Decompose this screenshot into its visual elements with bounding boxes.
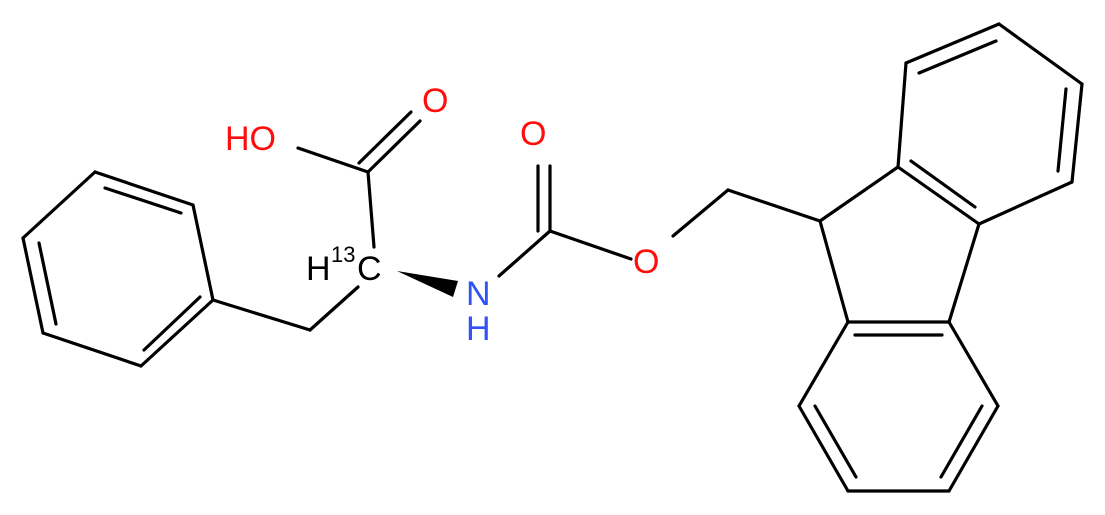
amide-nitrogen-label: N bbox=[466, 275, 491, 313]
alpha-carbon-label: C bbox=[357, 250, 382, 288]
carbamate-group bbox=[497, 164, 822, 278]
carbamate-carbonyl-oxygen-label: O bbox=[520, 115, 546, 153]
side-chain-bonds bbox=[211, 285, 360, 332]
ester-oxygen-label: O bbox=[633, 243, 659, 281]
fluorenyl-group bbox=[797, 22, 1084, 493]
isotope-mass-label: 13 bbox=[331, 242, 355, 267]
stereo-wedge-bond bbox=[397, 271, 458, 297]
phenyl-ring bbox=[21, 170, 215, 368]
carboxyl-group bbox=[296, 110, 422, 249]
acid-carbonyl-oxygen-label: O bbox=[422, 82, 448, 120]
hydroxyl-label: HO bbox=[225, 120, 276, 158]
amide-hydrogen-label: H bbox=[466, 310, 491, 348]
alpha-hydrogen-label: H bbox=[306, 250, 331, 288]
